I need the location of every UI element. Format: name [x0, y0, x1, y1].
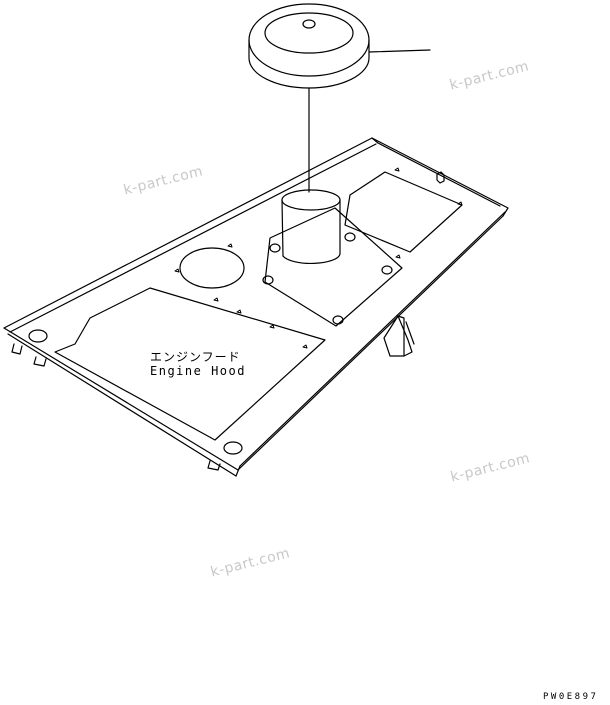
part-label-english: Engine Hood — [150, 364, 246, 378]
support-bracket — [383, 315, 415, 357]
hood-panel — [3, 137, 509, 477]
small-holes — [174, 167, 463, 349]
plate-bolts — [262, 232, 393, 325]
cap-part — [248, 3, 370, 89]
left-recess — [54, 287, 326, 441]
mounting-plate — [264, 207, 403, 327]
right-recess — [344, 171, 463, 253]
exhaust-stack — [281, 189, 341, 265]
round-opening — [179, 247, 245, 289]
corner-hole-left — [28, 329, 48, 343]
drawing-code: PW0E897 — [543, 692, 599, 702]
leader-line — [368, 49, 431, 53]
latch — [436, 171, 445, 184]
corner-hole-bottom — [223, 441, 243, 455]
part-label-japanese: エンジンフード — [150, 350, 241, 364]
